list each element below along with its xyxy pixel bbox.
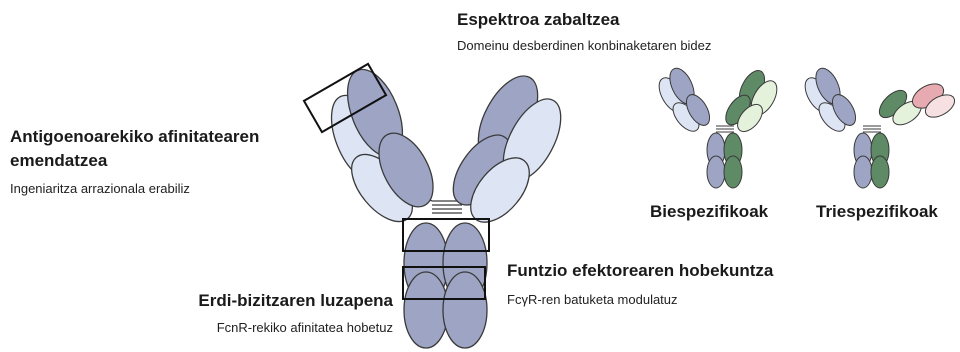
bispecific-label: Biespezifikoak [650,202,768,222]
spectrum-title: Espektroa zabaltzea [457,10,620,30]
bispecific-antibody [654,65,782,188]
fc-right-ch3 [443,272,487,348]
spectrum-subtitle: Domeinu desberdinen konbinaketaren bidez [457,38,711,53]
halflife-subtitle: FcnR-rekiko afinitatea hobetuz [217,320,393,335]
halflife-title: Erdi-bizitzaren luzapena [198,291,393,311]
fc-left-ch3 [404,272,448,348]
trispecific-label: Triespezifikoak [816,202,938,222]
effector-title: Funtzio efektorearen hobekuntza [507,261,773,281]
affinity-title-line2: emendatzea [10,151,107,171]
trispecific-antibody [800,65,959,188]
effector-subtitle: FcγR-ren batuketa modulatuz [507,292,678,307]
affinity-subtitle: Ingeniaritza arrazionala erabiliz [10,181,190,196]
affinity-title-line1: Antigoenoarekiko afinitatearen [10,127,259,147]
